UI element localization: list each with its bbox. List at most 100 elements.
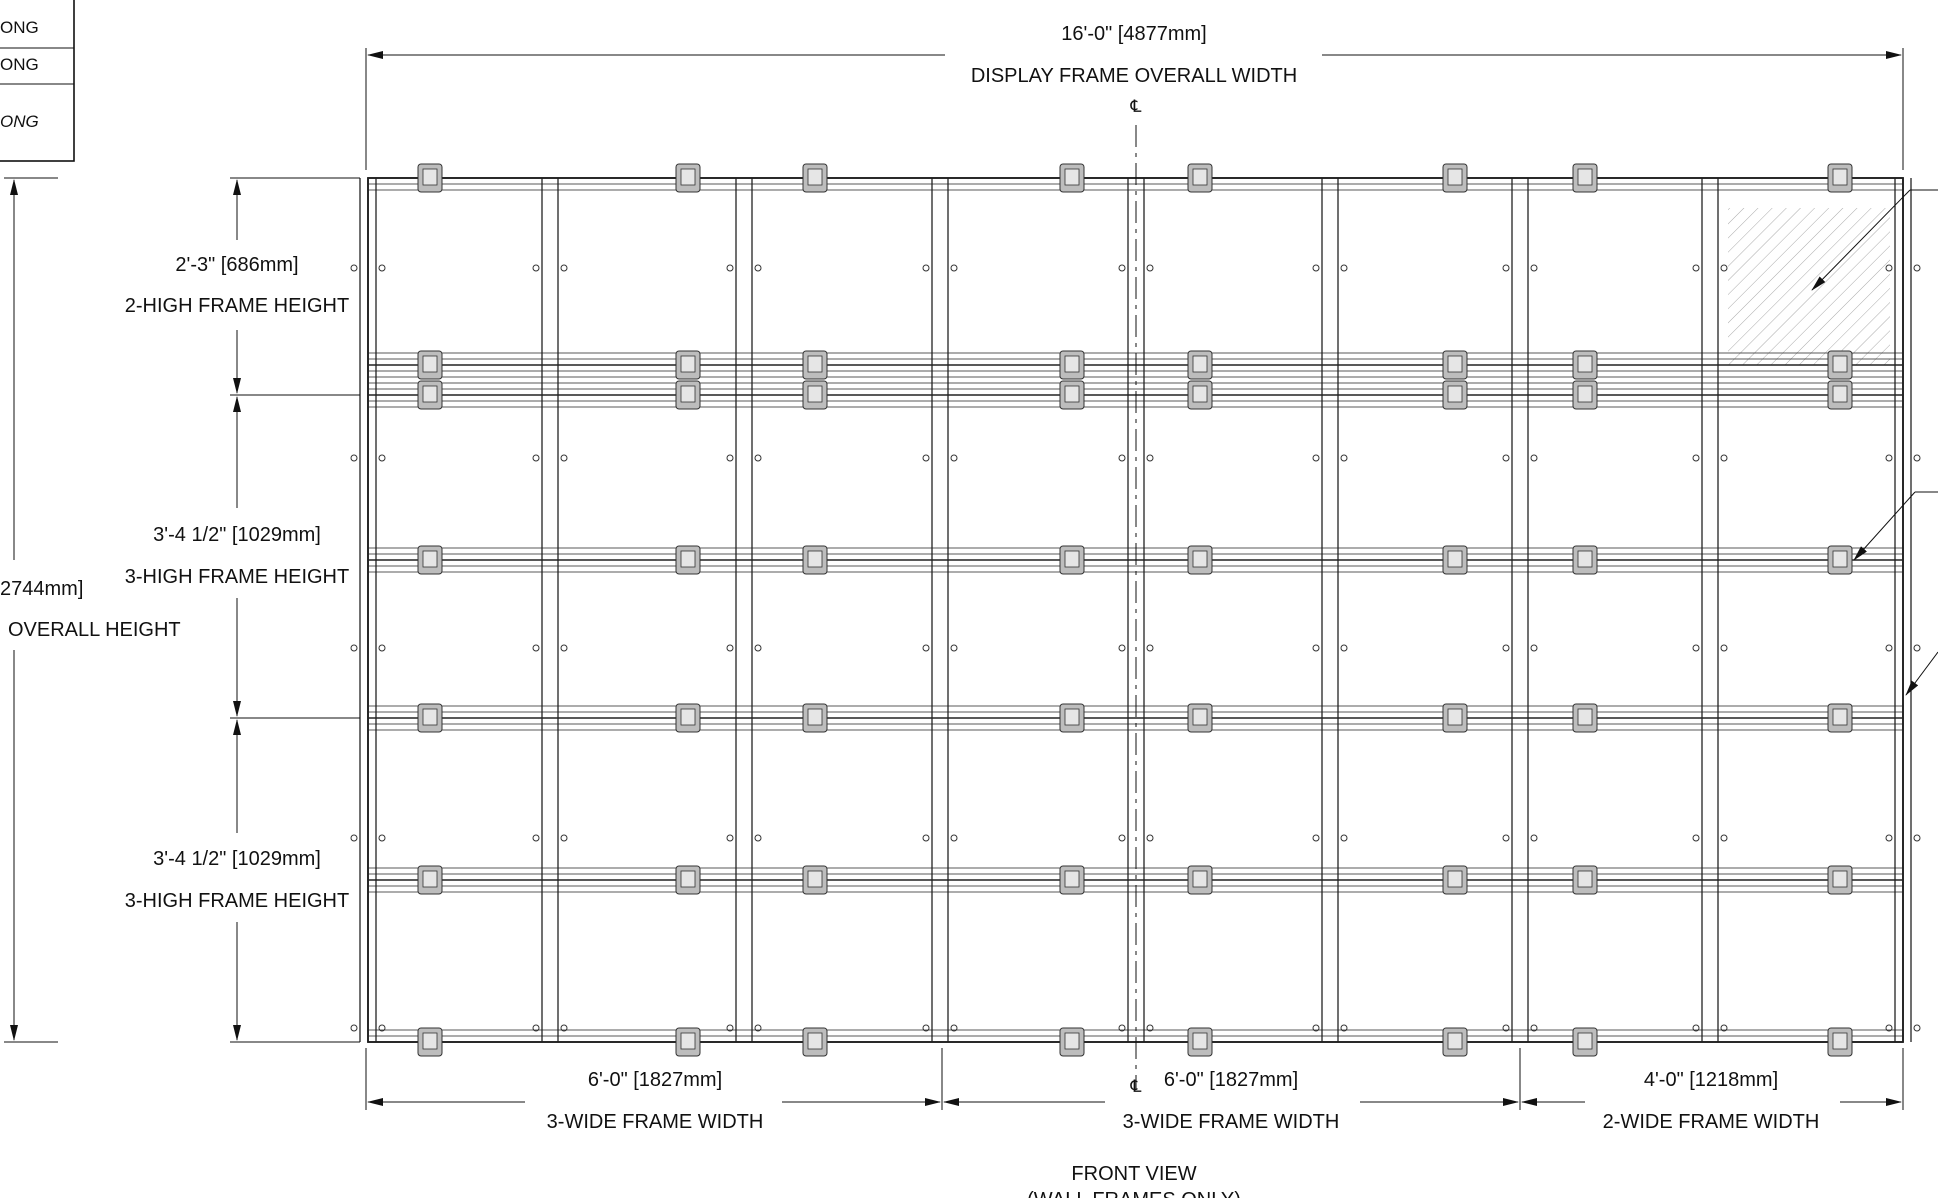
- lifting-point-icon: [754, 644, 762, 652]
- lifting-point-icon: [1146, 644, 1154, 652]
- lifting-point-icon: [950, 264, 958, 272]
- row-3-height-value: 3'-4 1/2" [1029mm]: [153, 848, 321, 870]
- mounting-bracket-icon: [1577, 385, 1593, 403]
- lifting-point-icon: [1312, 644, 1320, 652]
- mounting-bracket-icon: [680, 708, 696, 726]
- lifting-point-icon: [1913, 264, 1921, 272]
- mounting-bracket-icon: [1064, 708, 1080, 726]
- left-overall-dimension: 2744mm] OVERALL HEIGHT: [0, 177, 181, 1043]
- mounting-bracket-icon: [1832, 550, 1848, 568]
- mounting-bracket-icon: [1192, 708, 1208, 726]
- lifting-point-icon: [1530, 454, 1538, 462]
- mounting-bracket-icon: [807, 550, 823, 568]
- row-dimensions: 2'-3" [686mm] 2-HIGH FRAME HEIGHT 3'-4 1…: [125, 177, 360, 1043]
- mounting-bracket-icon: [807, 708, 823, 726]
- lifting-point-icon: [1530, 1024, 1538, 1032]
- vertical-centerline: ℄: [1130, 125, 1142, 1096]
- mounting-bracket-icon: [1577, 870, 1593, 888]
- lifting-point-icon: [922, 264, 930, 272]
- col-2-width-label: 3-WIDE FRAME WIDTH: [1123, 1111, 1340, 1133]
- lifting-point-icon: [1885, 644, 1893, 652]
- row-1-height-value: 2'-3" [686mm]: [175, 254, 298, 276]
- lifting-point-icon: [1502, 834, 1510, 842]
- lifting-point-icon: [950, 1024, 958, 1032]
- legend-row-3: ONG: [0, 112, 39, 131]
- lifting-point-icon: [1720, 834, 1728, 842]
- lifting-point-icon: [1312, 834, 1320, 842]
- mounting-bracket-icon: [680, 168, 696, 186]
- lifting-point-icon: [1720, 264, 1728, 272]
- lifting-point-icon: [922, 454, 930, 462]
- lifting-point-icon: [1118, 834, 1126, 842]
- lifting-point-icon: [532, 834, 540, 842]
- mounting-bracket-icon: [807, 1032, 823, 1050]
- lifting-point-icon: [350, 454, 358, 462]
- lifting-point-icon: [532, 454, 540, 462]
- mounting-bracket-icon: [680, 1032, 696, 1050]
- callout-leaders: [1811, 189, 1938, 696]
- lifting-point-icon: [1340, 264, 1348, 272]
- lifting-point-icon: [726, 264, 734, 272]
- lifting-point-icon: [754, 834, 762, 842]
- mounting-bracket-icon: [422, 385, 438, 403]
- mounting-bracket-icon: [1192, 168, 1208, 186]
- lifting-point-icon: [1502, 1024, 1510, 1032]
- lifting-point-icon: [1502, 644, 1510, 652]
- col-3-width-label: 2-WIDE FRAME WIDTH: [1603, 1111, 1820, 1133]
- lifting-point-icon: [532, 644, 540, 652]
- lifting-point-icon: [1885, 264, 1893, 272]
- lifting-point-icon: [1340, 1024, 1348, 1032]
- lifting-point-icon: [922, 834, 930, 842]
- overall-height-value: 2744mm]: [0, 578, 83, 600]
- centerline-symbol-top: ℄: [1130, 97, 1142, 116]
- lifting-point-icon: [1692, 644, 1700, 652]
- lifting-point-icon: [1312, 454, 1320, 462]
- lifting-point-icon: [754, 454, 762, 462]
- mounting-bracket-icon: [807, 870, 823, 888]
- row-1-height-label: 2-HIGH FRAME HEIGHT: [125, 295, 349, 317]
- row-2-height-value: 3'-4 1/2" [1029mm]: [153, 524, 321, 546]
- lifting-point-icon: [1913, 644, 1921, 652]
- mounting-bracket-icon: [1577, 708, 1593, 726]
- mounting-bracket-icon: [680, 870, 696, 888]
- view-title-line-1: FRONT VIEW: [1071, 1163, 1196, 1185]
- mounting-bracket-icon: [1832, 355, 1848, 373]
- row-2-height-label: 3-HIGH FRAME HEIGHT: [125, 566, 349, 588]
- lifting-point-icon: [1720, 644, 1728, 652]
- lifting-point-icon: [1692, 454, 1700, 462]
- mounting-bracket-icon: [1832, 168, 1848, 186]
- mounting-bracket-icon: [1577, 550, 1593, 568]
- mounting-bracket-icon: [1832, 1032, 1848, 1050]
- col-1-width-label: 3-WIDE FRAME WIDTH: [547, 1111, 764, 1133]
- lifting-point-icon: [350, 264, 358, 272]
- mounting-bracket-icon: [422, 870, 438, 888]
- mounting-bracket-icon: [1064, 870, 1080, 888]
- lifting-point-icon: [350, 834, 358, 842]
- mounting-bracket-icon: [1447, 550, 1463, 568]
- lifting-point-icon: [378, 834, 386, 842]
- lifting-point-icon: [1502, 454, 1510, 462]
- mounting-bracket-icon: [1447, 1032, 1463, 1050]
- lifting-point-icon: [1913, 454, 1921, 462]
- lifting-point-icon: [1720, 1024, 1728, 1032]
- lifting-point-icon: [378, 644, 386, 652]
- mounting-bracket-icon: [1832, 385, 1848, 403]
- lifting-point-icon: [378, 1024, 386, 1032]
- mounting-bracket-icon: [807, 168, 823, 186]
- lifting-point-icon: [1692, 264, 1700, 272]
- lifting-point-icon: [560, 454, 568, 462]
- lifting-point-icon: [1530, 264, 1538, 272]
- view-title: FRONT VIEW (WALL FRAMES ONLY): [1027, 1163, 1241, 1198]
- lifting-point-icon: [1913, 834, 1921, 842]
- mounting-bracket-icon: [1447, 385, 1463, 403]
- mounting-bracket-icon: [1577, 168, 1593, 186]
- lifting-point-icon: [922, 644, 930, 652]
- lifting-point-icon: [532, 264, 540, 272]
- lifting-point-icon: [1118, 264, 1126, 272]
- lifting-point-icon: [1885, 1024, 1893, 1032]
- mounting-bracket-icon: [1577, 355, 1593, 373]
- mounting-bracket-icon: [680, 355, 696, 373]
- mounting-bracket-icon: [1832, 870, 1848, 888]
- lifting-point-icon: [754, 264, 762, 272]
